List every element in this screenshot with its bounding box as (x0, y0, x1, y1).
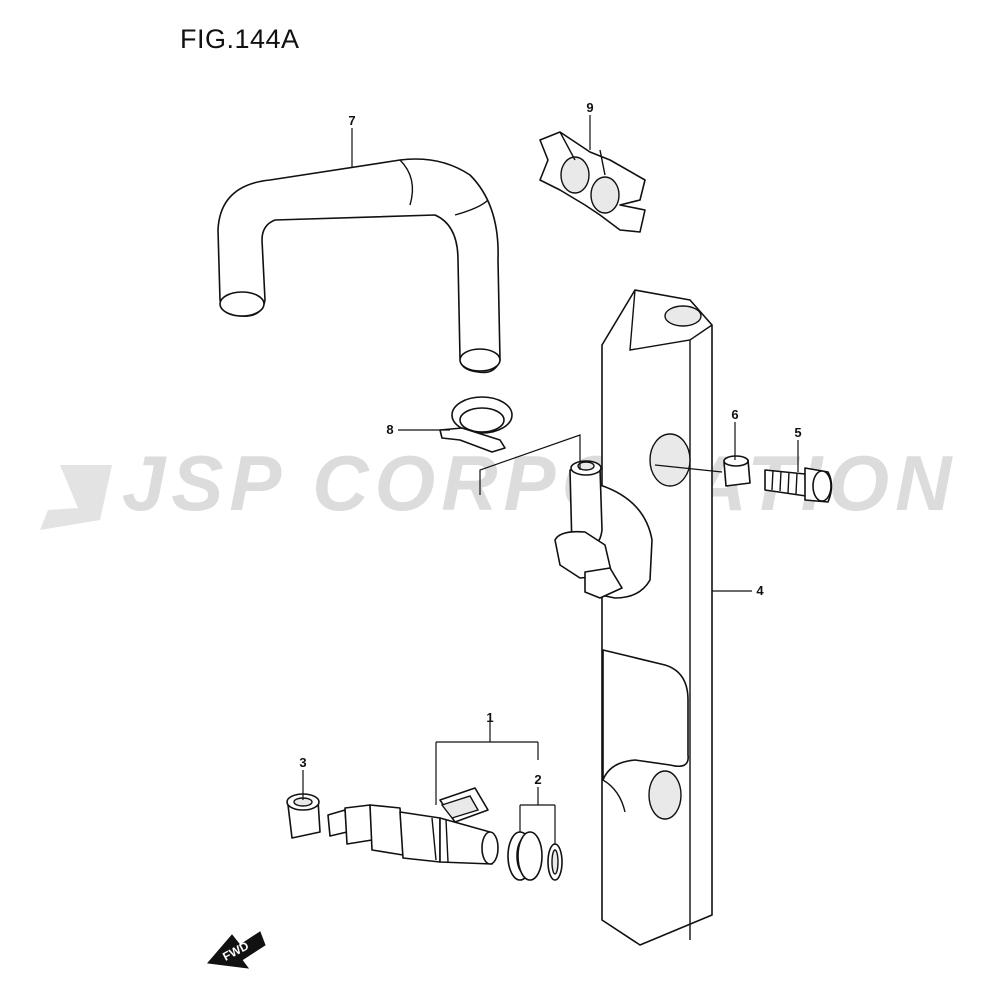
callout-8: 8 (386, 422, 393, 437)
o-ring-set (507, 831, 563, 881)
callout-4: 4 (756, 583, 764, 598)
fuel-injector (327, 787, 499, 865)
fuel-hose (217, 158, 501, 374)
callout-3: 3 (299, 755, 306, 770)
callout-9: 9 (586, 100, 593, 115)
leader-8-inlet (479, 434, 581, 495)
spacer-collar (723, 455, 751, 487)
callout-5: 5 (794, 425, 801, 440)
leader-6-pipe (654, 464, 723, 473)
fwd-direction-marker: FWD (207, 931, 266, 969)
arrow-left-icon (207, 931, 266, 969)
fuel-delivery-pipe (554, 289, 713, 946)
callout-7: 7 (348, 113, 355, 128)
bolt (764, 467, 833, 503)
hose-clamp (439, 396, 513, 453)
callout-leaders (302, 115, 799, 845)
injector-cushion (286, 793, 321, 839)
callout-2: 2 (534, 772, 541, 787)
hose-clip (539, 131, 646, 233)
callout-numbers: 1 2 3 4 5 6 7 8 9 (299, 100, 801, 787)
callout-6: 6 (731, 407, 738, 422)
callout-1: 1 (486, 710, 493, 725)
figure-title: FIG.144A (180, 24, 300, 54)
